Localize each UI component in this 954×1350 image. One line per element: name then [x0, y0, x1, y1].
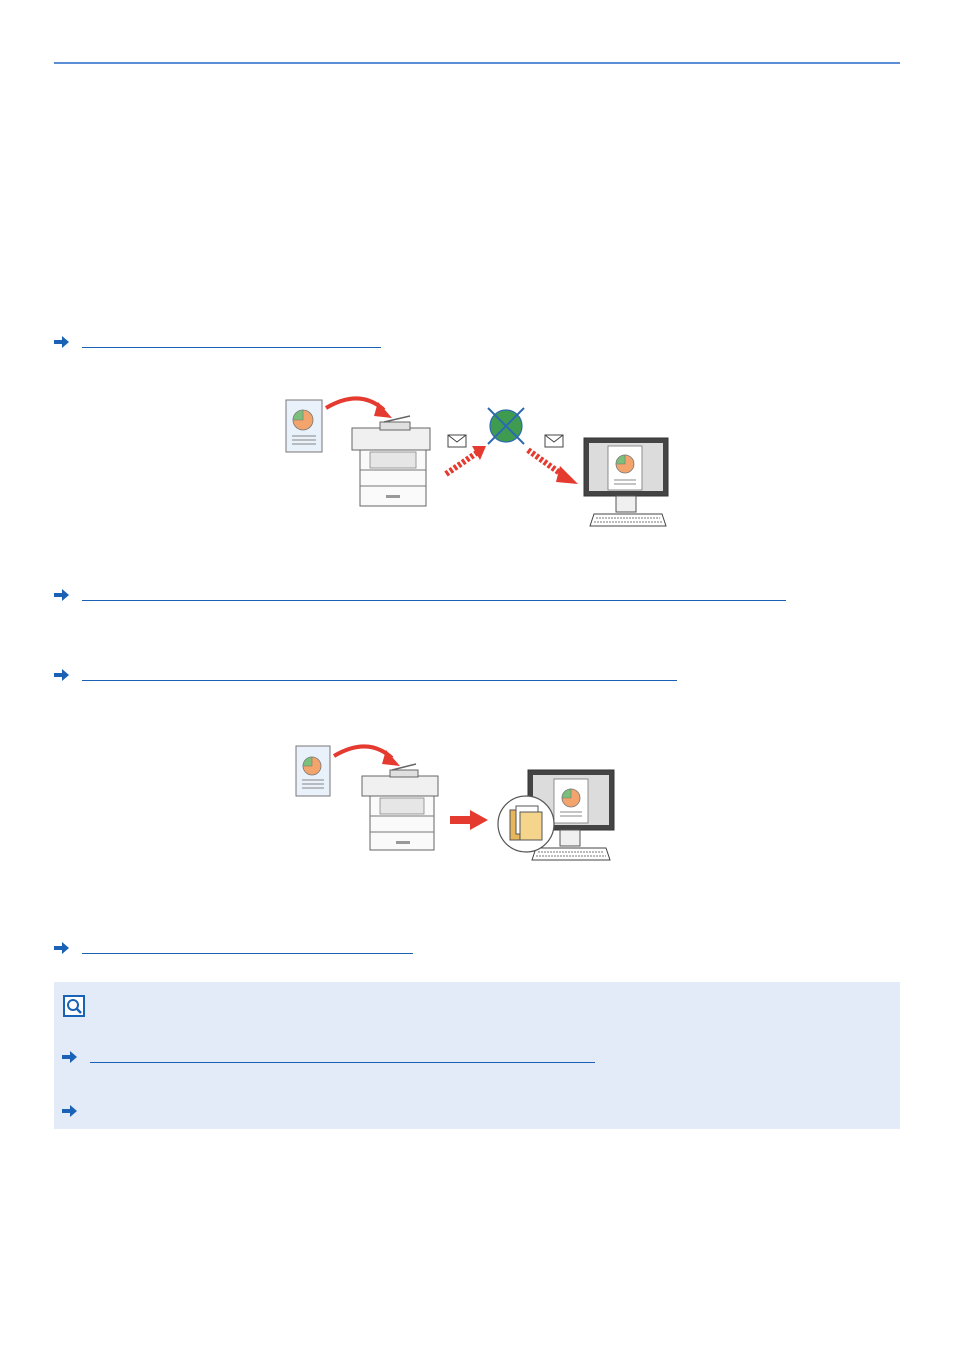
envelope-icon: [448, 435, 466, 447]
magnifier-note-icon: [62, 994, 86, 1018]
note-reference-link-1[interactable]: [90, 1062, 595, 1063]
reference-link-4[interactable]: [82, 953, 413, 954]
page-top-rule: [54, 62, 900, 64]
scan-to-email-illustration: [280, 392, 680, 532]
internet-globe-icon: [488, 408, 524, 444]
arrow-right-icon: [54, 942, 70, 954]
document-icon: [286, 400, 322, 452]
arrow-right-icon: [62, 1051, 78, 1063]
reference-link-3[interactable]: [82, 680, 677, 681]
document-icon: [296, 746, 330, 796]
scan-to-folder-illustration: [292, 738, 622, 864]
computer-monitor-icon: [584, 438, 668, 526]
reference-link-2[interactable]: [82, 600, 786, 601]
printer-icon: [352, 416, 430, 506]
envelope-icon: [545, 435, 563, 447]
arrow-right-icon: [54, 336, 70, 348]
arrow-right-icon: [54, 669, 70, 681]
note-box: [54, 982, 900, 1129]
arrow-right-icon: [54, 589, 70, 601]
printer-icon: [362, 764, 438, 850]
reference-link-1[interactable]: [82, 347, 381, 348]
shared-folder-icon: [498, 796, 554, 852]
arrow-right-icon: [62, 1105, 78, 1117]
